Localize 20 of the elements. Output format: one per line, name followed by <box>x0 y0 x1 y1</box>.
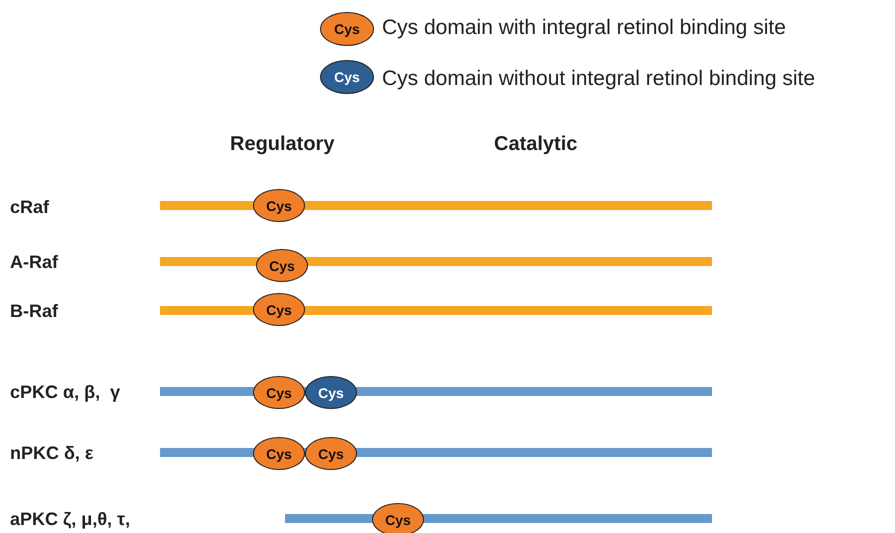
legend-text: Cys domain with integral retinol binding site <box>382 15 786 41</box>
domain-oval: Cys <box>253 189 305 222</box>
legend-swatch: Cys <box>320 12 374 46</box>
region-heading: Catalytic <box>494 133 578 155</box>
protein-name: cRaf <box>10 196 50 218</box>
domain-oval: Cys <box>253 293 305 326</box>
domain-oval: Cys <box>305 437 357 470</box>
legend-swatch: Cys <box>320 60 374 94</box>
domain-oval: Cys <box>256 249 308 282</box>
protein-name: nPKC δ, ε <box>10 442 94 464</box>
domain-oval: Cys <box>253 437 305 470</box>
legend-text: Cys domain without integral retinol binding site <box>382 66 816 92</box>
domain-oval: Cys <box>253 376 305 409</box>
protein-name: aPKC ζ, μ,θ, τ, <box>10 508 130 530</box>
protein-name: cPKC α, β, γ <box>10 381 120 403</box>
region-heading: Regulatory <box>230 133 334 155</box>
protein-name: B-Raf <box>10 300 58 322</box>
domain-oval: Cys <box>305 376 357 409</box>
protein-name: A-Raf <box>10 251 58 273</box>
domain-oval: Cys <box>372 503 424 533</box>
